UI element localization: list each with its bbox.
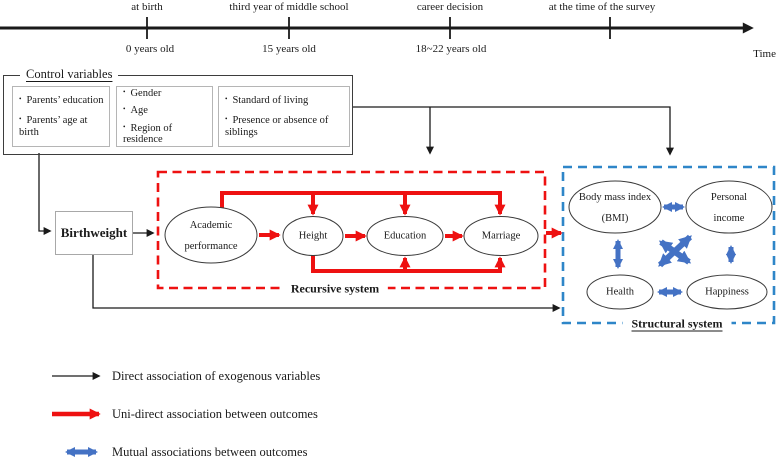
connector-control-to-birthweight xyxy=(38,153,52,235)
ellipse-bmi xyxy=(568,180,662,234)
ellipse-academic-performance xyxy=(164,206,258,264)
control-item: Age xyxy=(123,105,212,116)
ellipse-marriage xyxy=(463,216,539,256)
connector-control-to-structural xyxy=(353,106,674,156)
timeline-age-18-22: 18~22 years old xyxy=(415,43,487,55)
birthweight-label: Birthweight xyxy=(60,225,128,240)
ellipse-happiness xyxy=(686,274,768,310)
control-item: Region of residence xyxy=(123,123,212,145)
control-item: Presence or absence of siblings xyxy=(225,115,349,137)
ellipse-education xyxy=(366,216,444,256)
control-item: Parents’ education xyxy=(19,95,109,106)
timeline-age-0: 0 years old xyxy=(125,43,175,55)
control-group-demographics: Gender Age Region of residence xyxy=(116,86,213,147)
ellipse-health xyxy=(586,274,654,310)
legend-label-unidirect: Uni-direct association between outcomes xyxy=(112,407,318,421)
node-label-marriage: Marriage xyxy=(481,230,521,242)
recursive-system-label: Recursive system xyxy=(281,281,389,297)
red-bottom-distribution-line xyxy=(311,254,502,273)
node-label-bmi: Body mass index (BMI) xyxy=(578,192,652,224)
timeline-event-survey: at the time of the survey xyxy=(548,1,656,13)
control-group-household: Standard of living Presence or absence o… xyxy=(218,86,350,147)
control-variables-box xyxy=(3,75,353,155)
timeline-age-15: 15 years old xyxy=(262,43,316,55)
node-label-happiness: Happiness xyxy=(705,286,749,298)
red-top-distribution-line xyxy=(220,191,502,208)
node-label-education: Education xyxy=(383,230,427,242)
control-item: Gender xyxy=(123,88,212,99)
connector-birthweight-to-structural xyxy=(92,255,561,312)
time-axis-label: Time xyxy=(753,48,776,60)
timeline-event-career: career decision xyxy=(416,1,484,13)
mutual-diagonal-bmi-happiness xyxy=(658,239,692,265)
node-label-personal-income: Personal income xyxy=(710,192,748,224)
ellipse-personal-income xyxy=(685,180,773,234)
legend-label-direct: Direct association of exogenous variable… xyxy=(112,369,321,383)
control-item: Standard of living xyxy=(225,95,349,106)
control-group-parents: Parents’ education Parents’ age at birth xyxy=(12,86,110,147)
control-variables-title: Control variables xyxy=(20,67,119,82)
node-label-height: Height xyxy=(298,230,328,242)
structural-system-label: Structural system xyxy=(622,316,732,332)
legend-label-mutual: Mutual associations between outcomes xyxy=(112,445,308,458)
timeline-event-birth: at birth xyxy=(131,1,163,13)
node-label-health: Health xyxy=(606,286,634,298)
node-label-academic-performance: Academic performance xyxy=(184,220,238,252)
ellipse-height xyxy=(282,216,344,256)
timeline-event-middle-school: third year of middle school xyxy=(229,1,349,13)
birthweight-box: Birthweight xyxy=(55,211,133,255)
control-item: Parents’ age at birth xyxy=(19,115,109,137)
